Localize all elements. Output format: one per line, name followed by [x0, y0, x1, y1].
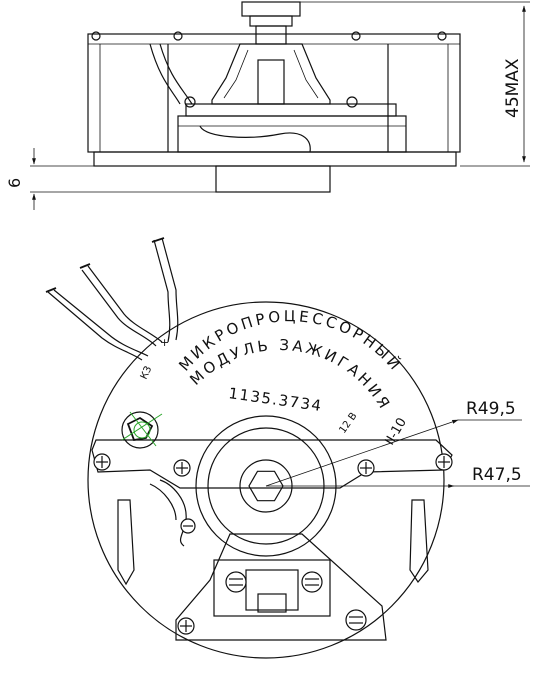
height-max-dimension: 45MAX	[503, 58, 523, 118]
screw-icon	[301, 571, 323, 593]
screw-icon	[345, 609, 367, 631]
screw-icon	[173, 459, 191, 477]
part-number: 1135.3734	[227, 384, 323, 415]
plus-mark: +	[160, 336, 169, 349]
side-view: 45MAX 6	[5, 1, 530, 210]
screw-icon	[435, 453, 453, 471]
screw-icon	[225, 571, 247, 593]
code-right: 12 В	[337, 411, 359, 436]
base-offset-dimension: 6	[5, 178, 24, 188]
code-left: К3	[139, 364, 155, 381]
screw-icon	[93, 453, 111, 471]
radius-outer-dimension: R49,5	[466, 399, 516, 419]
manufacturer-logo-icon	[121, 411, 163, 449]
radius-inner-dimension: R47,5	[472, 465, 522, 485]
screw-icon	[357, 459, 375, 477]
front-view: МИКРОПРОЦЕССОРНЫЙ МОДУЛЬ ЗАЖИГАНИЯ 1135.…	[45, 237, 530, 659]
screw-icon	[177, 617, 195, 635]
revision-code: II-10	[382, 415, 409, 448]
screw-icon	[180, 518, 196, 534]
